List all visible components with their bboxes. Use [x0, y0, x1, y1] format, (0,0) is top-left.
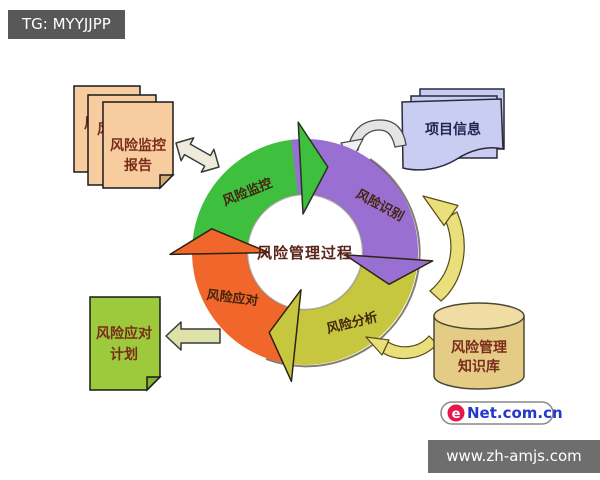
- monitor-report-doc-stack: 风 风 风险监控 报告: [73, 85, 175, 190]
- project-info-label: 项目信息: [425, 121, 481, 138]
- identify-arrowhead-icon: [344, 254, 434, 286]
- enet-logo-e-circle: [447, 404, 465, 422]
- respond-arrowhead-icon: [169, 228, 270, 256]
- response-plan-doc: 风险应对 计划: [89, 296, 162, 392]
- plan-page: [89, 296, 161, 391]
- kb-label-line2: 知识库: [458, 358, 500, 375]
- monitor-arrowhead-icon: [297, 121, 329, 215]
- project-info-doc-stack: 项目信息: [401, 88, 505, 171]
- report-label-line2: 报告: [124, 157, 152, 174]
- double-arrow-icon: [175, 137, 220, 173]
- knowledge-base-cylinder: 风险管理 知识库: [433, 302, 525, 390]
- cycle-segment-monitor: [192, 139, 300, 250]
- watermark-url: www.zh-amjs.com: [428, 440, 600, 473]
- report-label-line1: 风险监控: [110, 137, 166, 154]
- enet-logo: e Net.com.cn: [440, 401, 563, 425]
- segment-label-respond: 风险应对: [206, 287, 260, 309]
- enet-logo-pill: [440, 401, 554, 425]
- outer-shadow-arc: [265, 158, 421, 368]
- curved-arrow-kb-to-identify-icon: [422, 195, 465, 302]
- curved-arrow-kb-to-analyze-icon: [365, 335, 438, 360]
- report-page-fold: [159, 174, 175, 190]
- left-arrow-icon: [165, 321, 221, 351]
- cycle-segment-analyze: [289, 258, 418, 365]
- cycle-center-title: 风险管理过程: [257, 244, 353, 262]
- plan-label-line2: 计划: [110, 346, 138, 363]
- plan-page-fold: [146, 376, 162, 392]
- kb-label-line1: 风险管理: [451, 339, 507, 356]
- enet-logo-e: e: [452, 407, 461, 422]
- cylinder-top: [433, 302, 525, 330]
- project-page-front: [401, 98, 504, 171]
- enet-logo-domain: Net.com.cn: [467, 404, 563, 422]
- tg-badge: TG: MYYJJPP: [8, 10, 125, 39]
- cylinder-body: [433, 315, 525, 390]
- plan-label-line1: 风险应对: [96, 325, 152, 342]
- analyze-arrowhead-icon: [268, 289, 302, 383]
